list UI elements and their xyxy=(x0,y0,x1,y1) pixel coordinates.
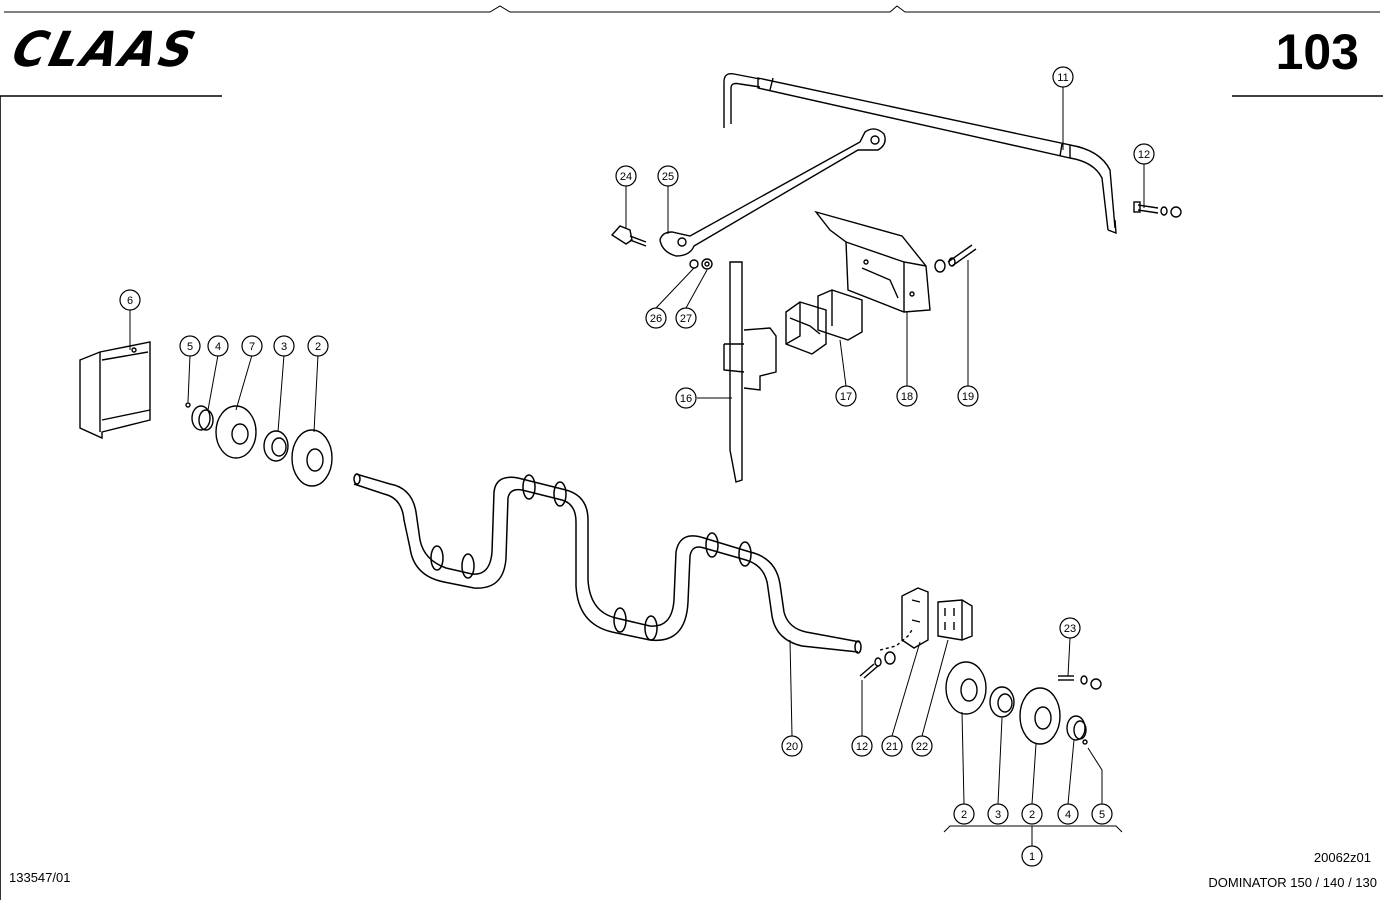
callout-6: 6 xyxy=(127,295,133,307)
drawing-number: 20062z01 xyxy=(1313,850,1371,865)
part-24-pin xyxy=(610,225,647,247)
part-12-bolt-top xyxy=(1133,201,1182,218)
part-16-upright xyxy=(723,261,777,483)
callout-26: 26 xyxy=(650,313,662,325)
callout-22: 22 xyxy=(916,741,928,753)
callout-20: 20 xyxy=(786,741,798,753)
callout-11: 11 xyxy=(1057,72,1068,84)
part-19-bolt xyxy=(934,244,977,273)
part-11-upper-bar xyxy=(723,72,1117,235)
callout-2-right-a: 2 xyxy=(961,809,967,821)
washers-26-27 xyxy=(689,258,713,270)
callout-2-left: 2 xyxy=(315,341,321,353)
part-20-crank-shaft xyxy=(353,473,862,654)
callout-7: 7 xyxy=(249,341,255,353)
callout-circles xyxy=(119,66,1155,867)
callout-12-lower: 12 xyxy=(856,741,868,753)
callout-1: 1 xyxy=(1029,851,1035,863)
leader-lines xyxy=(129,86,1145,846)
model-name: DOMINATOR 150 / 140 / 130 xyxy=(1208,875,1377,890)
callout-4-left: 4 xyxy=(215,341,221,353)
callout-5-left: 5 xyxy=(187,341,193,353)
right-bearing-assembly xyxy=(945,661,1102,745)
part-25-link-rod xyxy=(659,128,886,257)
callout-19: 19 xyxy=(962,391,974,403)
part-12-bolt-lower xyxy=(859,629,913,679)
callout-5-right: 5 xyxy=(1099,809,1105,821)
header-rules xyxy=(0,5,1383,900)
callout-23: 23 xyxy=(1064,623,1076,635)
part-6-cover xyxy=(79,341,151,440)
callout-labels: 11 12 24 25 26 27 6 5 4 7 3 2 16 17 18 1… xyxy=(127,72,1150,863)
callout-17: 17 xyxy=(840,391,852,403)
part-17-blocks xyxy=(785,289,863,355)
callout-3-left: 3 xyxy=(281,341,287,353)
parts-21-22-brackets xyxy=(901,587,973,649)
callout-3-right: 3 xyxy=(995,809,1001,821)
part-18-bracket xyxy=(814,210,931,313)
callout-18: 18 xyxy=(901,391,913,403)
callout-25: 25 xyxy=(662,171,674,183)
callout-27: 27 xyxy=(680,313,692,325)
callout-4-right: 4 xyxy=(1065,809,1071,821)
callout-12-top: 12 xyxy=(1138,149,1150,161)
left-bearing-assembly xyxy=(185,402,333,487)
callout-2-right-b: 2 xyxy=(1029,809,1035,821)
document-number: 133547/01 xyxy=(9,870,71,885)
page-number: 103 xyxy=(1275,24,1359,80)
callout-16: 16 xyxy=(680,393,692,405)
callout-24: 24 xyxy=(620,171,632,183)
callout-21: 21 xyxy=(886,741,898,753)
